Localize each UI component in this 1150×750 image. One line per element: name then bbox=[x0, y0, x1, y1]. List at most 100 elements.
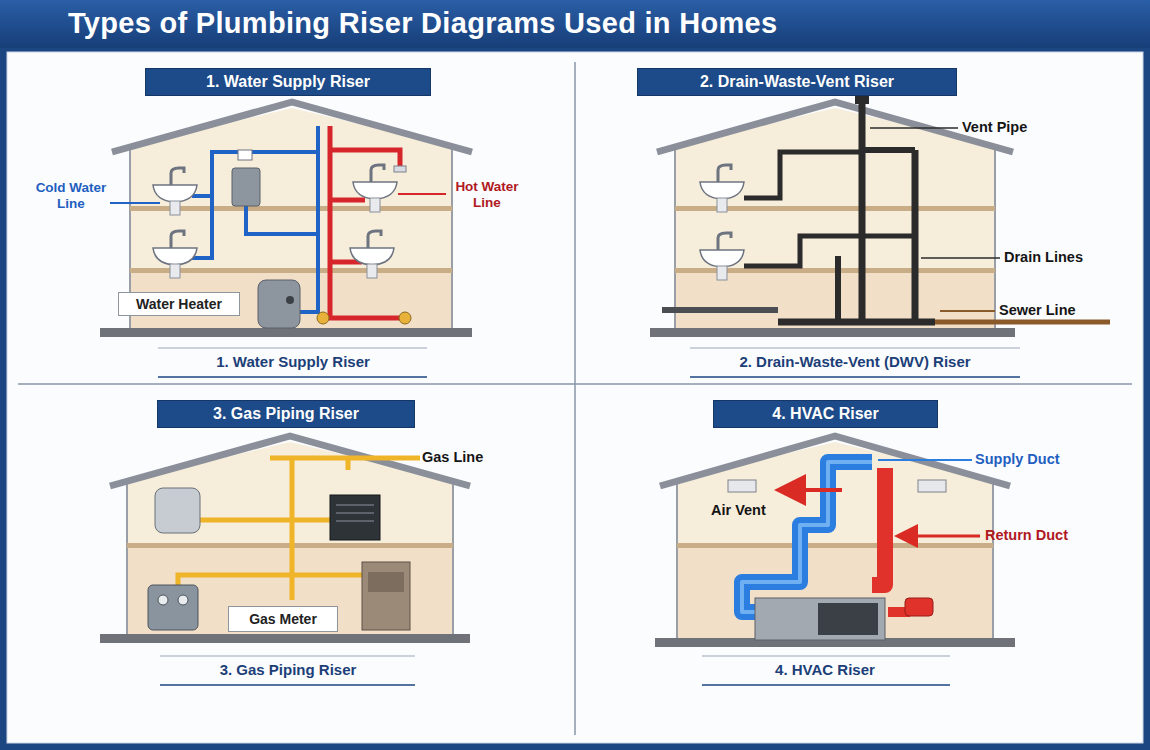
box-text: Gas Meter bbox=[249, 611, 317, 627]
gas-pipe bbox=[290, 458, 295, 600]
house-side bbox=[994, 146, 996, 330]
house-side bbox=[674, 146, 676, 330]
caption-rule bbox=[702, 656, 950, 657]
house-base bbox=[100, 634, 470, 643]
house-wall bbox=[130, 108, 452, 330]
hot-water-pipe bbox=[330, 198, 365, 203]
flow-arrow bbox=[782, 488, 842, 492]
drain-pipe bbox=[744, 236, 915, 266]
hot-water-pipe bbox=[330, 126, 410, 318]
leader-line bbox=[398, 193, 446, 195]
hvac-unit-panel bbox=[818, 603, 878, 635]
house-wall bbox=[677, 442, 993, 640]
house-side bbox=[992, 480, 994, 640]
cold-water-pipe bbox=[246, 206, 318, 234]
furnace-grille bbox=[336, 512, 374, 514]
valve bbox=[399, 312, 411, 324]
meter-dial bbox=[158, 595, 168, 605]
sink bbox=[700, 233, 744, 280]
drain-pipe bbox=[744, 152, 862, 198]
house-floor bbox=[677, 543, 993, 548]
air-vent bbox=[918, 480, 946, 492]
caption-rule bbox=[160, 684, 415, 686]
duct-label: Return Duct bbox=[985, 527, 1145, 544]
sewer-pipe bbox=[935, 320, 1110, 325]
caption-rule bbox=[160, 656, 415, 657]
caption-rule bbox=[158, 376, 427, 378]
pipe-label: Vent Pipe bbox=[962, 119, 1112, 136]
gas-pipe bbox=[178, 575, 364, 585]
gas-appliance bbox=[362, 562, 410, 630]
cold-water-pipe bbox=[190, 152, 318, 258]
panel-heading: 4. HVAC Riser bbox=[713, 400, 938, 428]
sink bbox=[353, 165, 397, 212]
leader-line bbox=[921, 257, 1000, 259]
water-heater bbox=[258, 280, 300, 328]
panel-divider bbox=[574, 62, 576, 735]
hot-water-pipe bbox=[330, 150, 400, 168]
gas-pipe bbox=[198, 518, 332, 523]
tank bbox=[232, 168, 260, 206]
pipe-label: Drain Lines bbox=[1004, 249, 1144, 266]
caption-rule bbox=[690, 348, 1020, 349]
house-base bbox=[650, 328, 1015, 337]
valve bbox=[317, 312, 329, 324]
sink bbox=[153, 168, 197, 215]
appliance-panel bbox=[368, 572, 404, 592]
panel-caption: 3. Gas Piping Riser bbox=[158, 661, 418, 678]
vent-pipe bbox=[859, 100, 866, 322]
sink bbox=[700, 165, 744, 212]
duct-highlight bbox=[742, 462, 872, 612]
house-side bbox=[451, 146, 453, 330]
callout-box: Water Heater bbox=[118, 292, 240, 316]
box-text: Water Heater bbox=[136, 296, 222, 312]
box-text: 3. Gas Piping Riser bbox=[213, 405, 359, 423]
duct-label: Air Vent bbox=[711, 502, 831, 519]
sink bbox=[350, 231, 394, 278]
sink bbox=[153, 231, 197, 278]
return-grille bbox=[905, 598, 933, 616]
pipe-label: Gas Line bbox=[422, 449, 562, 466]
cold-water-pipe bbox=[192, 194, 212, 198]
caption-rule bbox=[690, 376, 1020, 378]
title-band bbox=[0, 0, 1150, 48]
duct-label: Supply Duct bbox=[975, 451, 1135, 468]
shower-head bbox=[394, 166, 406, 172]
callout-box: Gas Meter bbox=[228, 606, 338, 632]
leader-line bbox=[878, 459, 972, 461]
heater-dial bbox=[286, 296, 294, 304]
supply-duct bbox=[742, 462, 872, 612]
panel-heading: 3. Gas Piping Riser bbox=[157, 400, 415, 428]
panel-heading: 1. Water Supply Riser bbox=[145, 68, 431, 96]
meter-dial bbox=[178, 595, 188, 605]
vent-cap bbox=[855, 96, 869, 104]
drain-pipe bbox=[662, 307, 778, 313]
return-duct bbox=[872, 468, 885, 585]
gas-pipe bbox=[346, 458, 351, 470]
house-side bbox=[452, 480, 454, 636]
house-side bbox=[676, 480, 678, 640]
furnace-grille bbox=[336, 520, 374, 522]
drain-pipe bbox=[862, 147, 915, 153]
house-floor-tint bbox=[130, 272, 452, 330]
panel-divider bbox=[18, 383, 1132, 385]
house-roof bbox=[112, 102, 472, 152]
panel-caption: 1. Water Supply Riser bbox=[158, 353, 428, 370]
pipe-label: Hot Water Line bbox=[446, 179, 528, 210]
gas-meter bbox=[148, 585, 198, 630]
pipe-label: Sewer Line bbox=[999, 302, 1139, 319]
box-text: 2. Drain-Waste-Vent Riser bbox=[700, 73, 894, 91]
leader-line bbox=[940, 310, 995, 312]
furnace bbox=[330, 495, 380, 540]
box-text: 1. Water Supply Riser bbox=[206, 73, 370, 91]
leader-line bbox=[870, 127, 958, 129]
air-vent bbox=[728, 480, 756, 492]
caption-rule bbox=[702, 684, 950, 686]
content-area bbox=[7, 52, 1143, 743]
drain-pipe bbox=[835, 256, 841, 322]
drain-pipe bbox=[778, 319, 935, 326]
